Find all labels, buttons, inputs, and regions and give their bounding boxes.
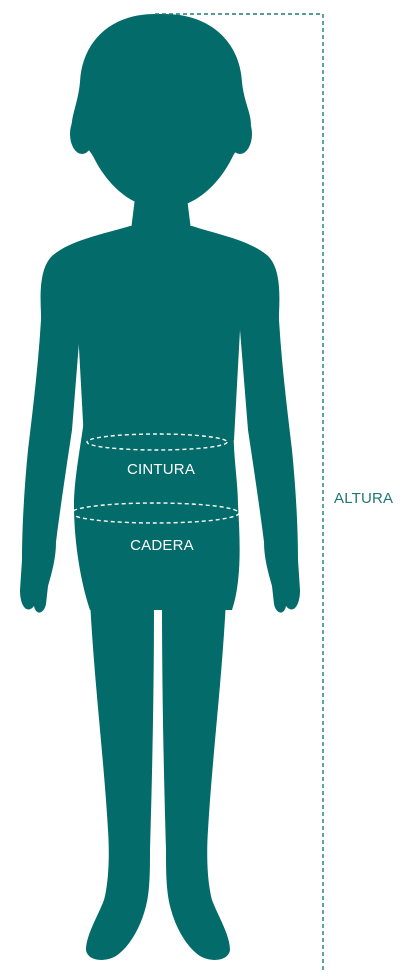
silhouette-left-leg bbox=[86, 600, 154, 960]
silhouette-right-ear bbox=[228, 114, 252, 154]
silhouette-right-arm bbox=[240, 300, 300, 613]
hip-label: CADERA bbox=[130, 537, 194, 554]
silhouette-left-arm bbox=[20, 300, 80, 613]
silhouette-right-leg bbox=[162, 600, 230, 960]
waist-label: CINTURA bbox=[127, 461, 195, 478]
height-label: ALTURA bbox=[334, 490, 393, 507]
silhouette-left-ear bbox=[70, 114, 94, 154]
silhouette-hips bbox=[74, 420, 240, 610]
child-silhouette bbox=[20, 14, 300, 960]
silhouette-head bbox=[72, 14, 251, 204]
